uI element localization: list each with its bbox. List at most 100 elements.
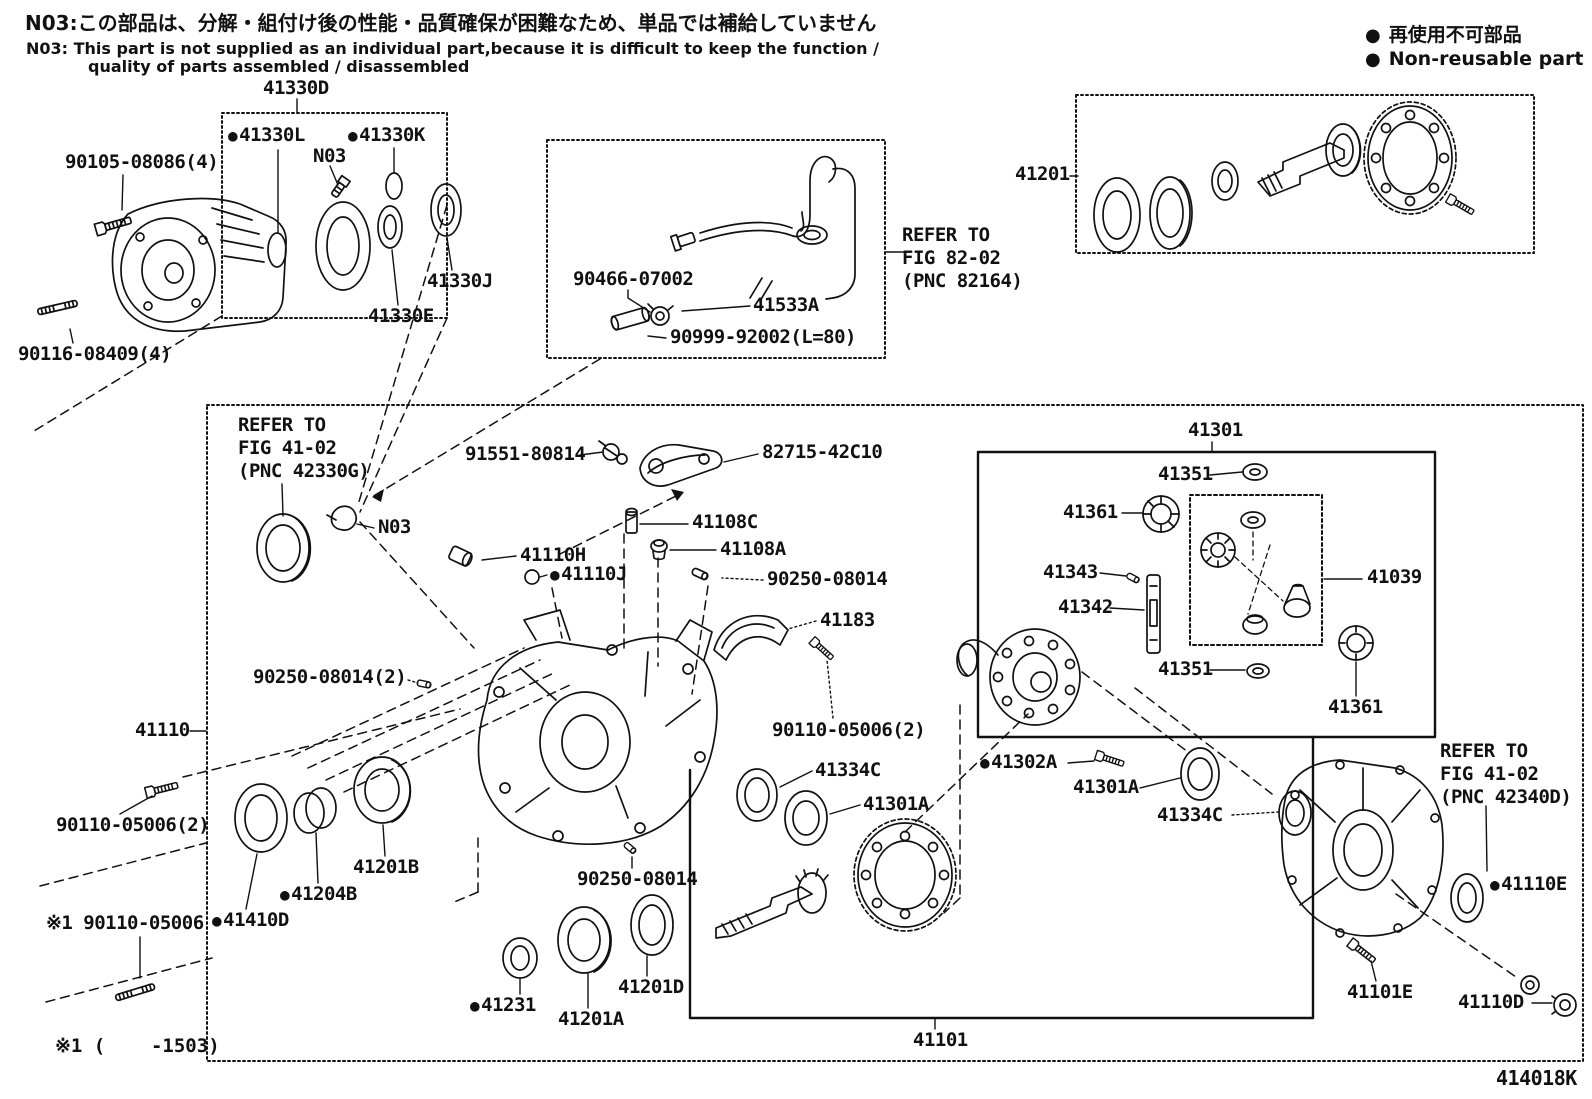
part-label-41330j: 41330J <box>427 270 493 292</box>
non-reusable-bullet-icon: ● <box>348 126 358 145</box>
non-reusable-bullet-icon: ● <box>470 996 480 1015</box>
spider-kit-41039-drawing <box>1200 511 1311 635</box>
part-label-41334c: 41334C <box>815 759 881 781</box>
part-label-41183: 41183 <box>820 609 875 631</box>
group-boxes <box>206 94 1584 1062</box>
part-label-41110h: 41110H <box>520 544 586 566</box>
part-label-41301a: 41301A <box>1073 776 1139 798</box>
note-english-line2: quality of parts assembled / disassemble… <box>88 57 470 76</box>
bolt-90105-drawing <box>93 213 134 237</box>
washer-41351-top-drawing <box>1242 463 1268 481</box>
plug-41108c-drawing <box>625 507 638 534</box>
part-label-41231: ●41231 <box>470 994 536 1016</box>
part-label-90110-05006-2: 90110-05006(2) <box>772 719 926 741</box>
leader-lines <box>69 98 1553 1030</box>
differential-case-drawing <box>956 628 1081 726</box>
seal-41410d-drawing <box>234 783 288 853</box>
seal-41334c-left-drawing <box>736 768 778 822</box>
part-label-41108a: 41108A <box>720 538 786 560</box>
part-label-41301a: 41301A <box>863 793 929 815</box>
part-label-41110: 41110 <box>135 719 190 741</box>
bracket-82715-drawing <box>639 443 723 487</box>
bolt-41101e-drawing <box>1346 937 1378 966</box>
non-reusable-bullet-icon: ● <box>1365 49 1381 70</box>
plug-41108a-drawing <box>650 539 668 561</box>
guard-41183-drawing <box>713 614 789 661</box>
part-label-90466-07002: 90466-07002 <box>573 268 694 290</box>
note-english-line1: N03: This part is not supplied as an ind… <box>26 39 879 58</box>
side-gear-41361-top-drawing <box>1142 495 1180 533</box>
box-breather-tube <box>546 139 886 359</box>
bolt-90110-right-drawing <box>808 636 836 663</box>
legend-non-reusable-jp: ●再使用不可部品 <box>1365 24 1522 46</box>
part-label-41201a: 41201A <box>558 1008 624 1030</box>
carrier-cover-drawing <box>1281 759 1444 938</box>
bolt-41302a-drawing <box>1093 749 1126 770</box>
part-label-91551-80814: 91551-80814 <box>465 443 586 465</box>
part-label-41330e: 41330E <box>368 305 434 327</box>
part-label-n03: N03 <box>313 145 346 167</box>
part-label-41343: 41343 <box>1043 561 1098 583</box>
arrowheads <box>372 489 684 502</box>
part-label-41342: 41342 <box>1058 596 1113 618</box>
non-reusable-bullet-icon: ● <box>980 753 990 772</box>
part-label-1-90110-05006: ※1 90110-05006 <box>46 912 204 934</box>
washer-41110d-drawing <box>1520 975 1540 995</box>
final-gear-kit-drawing <box>1093 101 1477 253</box>
part-label-90250-08014: 90250-08014 <box>577 868 698 890</box>
part-label-41361: 41361 <box>1063 501 1118 523</box>
legend-non-reusable-en: ●Non-reusable part <box>1365 48 1584 70</box>
box-41201-kit <box>1075 94 1535 254</box>
part-label-41301: 41301 <box>1188 419 1243 441</box>
part-label-41039: 41039 <box>1367 566 1422 588</box>
part-label-41201d: 41201D <box>618 976 684 998</box>
part-label-41110d: 41110D <box>1458 991 1524 1013</box>
part-label-41201b: 41201B <box>353 856 419 878</box>
ring-gear-drawing <box>853 818 957 932</box>
breather-plug-drawing <box>331 174 351 198</box>
pin-90250-3-drawing <box>622 841 638 855</box>
part-label-41302a: ●41302A <box>980 751 1057 773</box>
box-main-assembly <box>206 404 1584 1062</box>
drawing-number: 414018K <box>1496 1066 1577 1090</box>
part-label-41110j: ●41110J <box>550 563 627 585</box>
part-label-41204b: ●41204B <box>280 883 357 905</box>
bearing-41201a-drawing <box>557 906 612 974</box>
washer-41351-bottom-drawing <box>1246 663 1270 679</box>
bolt-head-41110d-drawing <box>1551 993 1577 1017</box>
shaft-41342-drawing <box>1146 574 1161 654</box>
part-label-41330k: ●41330K <box>348 124 425 146</box>
stud-90110-footnote-drawing <box>114 982 156 1002</box>
stud-90116-drawing <box>36 299 79 316</box>
ring-41201d-drawing <box>630 894 674 956</box>
part-label-41101e: 41101E <box>1347 981 1413 1003</box>
spacer-41204b-drawing <box>293 787 337 834</box>
part-label-41330d: 41330D <box>263 77 329 99</box>
ring-41110j-drawing <box>524 569 540 585</box>
box-41101-carrier <box>688 735 1315 1020</box>
applicability-footnote: ※1 ( -1503) <box>55 1035 220 1057</box>
note-japanese: N03:この部品は、分解・組付け後の性能・品質確保が困難なため、単品では補給して… <box>25 11 877 35</box>
non-reusable-bullet-icon: ● <box>1365 25 1381 46</box>
part-label-90105-08086-4: 90105-08086(4) <box>65 151 219 173</box>
box-41301-differential <box>976 450 1437 739</box>
bolt-91551-drawing <box>598 440 628 465</box>
part-label-90999-92002-l-80: 90999-92002(L=80) <box>670 326 856 348</box>
part-label-41110e: ●41110E <box>1490 873 1567 895</box>
part-label-41334c: 41334C <box>1157 804 1223 826</box>
non-reusable-bullet-icon: ● <box>280 885 290 904</box>
seal-41231-drawing <box>502 937 538 979</box>
part-label-82715-42c10: 82715-42C10 <box>762 441 883 463</box>
pin-41343-drawing <box>1125 571 1141 585</box>
part-label-n03: N03 <box>378 516 411 538</box>
bearing-41301a-left-drawing <box>784 790 828 846</box>
side-gear-41361-bottom-drawing <box>1338 625 1374 661</box>
part-label-41351: 41351 <box>1158 658 1213 680</box>
non-reusable-bullet-icon: ● <box>550 565 560 584</box>
non-reusable-bullet-icon: ● <box>228 126 238 145</box>
part-label-41330l: ●41330L <box>228 124 305 146</box>
part-label-90110-05006-2: 90110-05006(2) <box>56 814 210 836</box>
